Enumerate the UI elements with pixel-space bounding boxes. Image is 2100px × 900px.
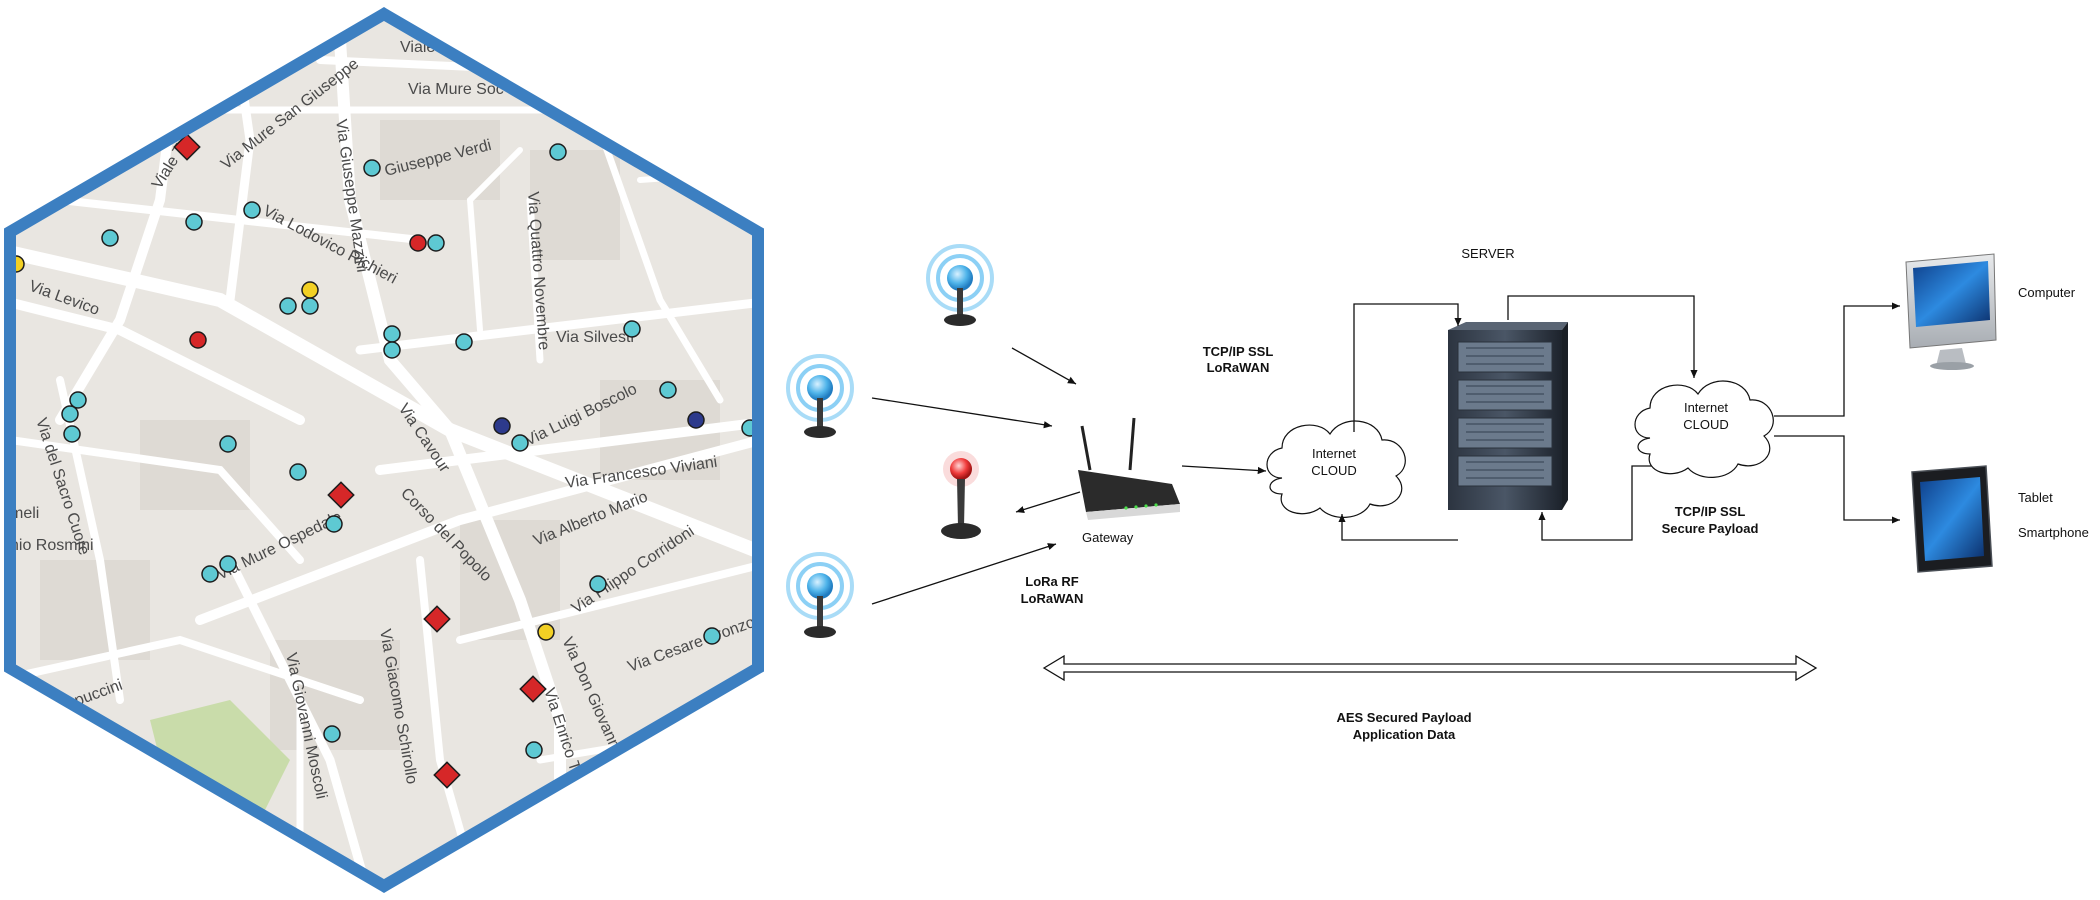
network-diagram: Gateway TCP/IP SSL LoRaWAN LoRa RF LoRaW… — [786, 244, 2089, 742]
map-hex-frame — [3, 7, 764, 893]
cloud-device-links — [1774, 302, 1900, 524]
alert-marker-group — [189, 234, 427, 349]
gateway-to-cloud-link — [1181, 465, 1267, 475]
street-label: meli — [10, 505, 39, 522]
tcp-ssl-secure-label: TCP/IP SSL — [1675, 504, 1746, 519]
tcp-ssl-lorawan-label: LoRaWAN — [1207, 360, 1270, 375]
lora-rf-label: LoRa RF — [1025, 574, 1079, 589]
tablet-icon — [1911, 465, 1993, 573]
smartphone-label: Smartphone — [2018, 525, 2089, 540]
server-title: SERVER — [1461, 246, 1514, 261]
computer-monitor-icon — [1905, 253, 1997, 370]
gateway-label: Gateway — [1082, 530, 1134, 545]
cloud-1-label: Internet — [1312, 446, 1356, 461]
internet-cloud-2: Internet CLOUD — [1634, 380, 1774, 478]
end-node-antenna-red — [941, 451, 981, 539]
street-label: Viale Trieste — [658, 92, 701, 181]
sensor-markers — [10, 133, 758, 789]
street-label: nio Rosmini — [10, 537, 94, 554]
gateway-marker-group — [173, 133, 547, 789]
tablet-label: Tablet — [2018, 490, 2053, 505]
gateway-router-icon — [1078, 417, 1180, 520]
computer-label: Computer — [2018, 285, 2076, 300]
end-node-antenna-1 — [926, 244, 994, 326]
inactive-marker-group — [493, 411, 705, 435]
radio-links — [871, 347, 1081, 605]
sensor-marker-group — [61, 143, 758, 759]
street-label: Via Mure Soc — [408, 81, 504, 98]
server-rack-icon — [1448, 322, 1568, 510]
cloud-1-label: CLOUD — [1311, 463, 1357, 478]
end-node-antenna-3 — [786, 552, 854, 638]
tcp-ssl-lorawan-label: TCP/IP SSL — [1203, 344, 1274, 359]
street-label: Via Silvestr — [556, 329, 636, 346]
tcp-ssl-secure-label: Secure Payload — [1662, 521, 1759, 536]
city-map: Viale Via Mure Soc Via Mure San Giuseppe… — [3, 7, 764, 893]
aes-label: Application Data — [1353, 727, 1456, 742]
aes-double-arrow — [1042, 654, 1818, 682]
cloud-2-label: CLOUD — [1683, 417, 1729, 432]
lora-rf-label: LoRaWAN — [1021, 591, 1084, 606]
end-node-antenna-2 — [786, 354, 854, 438]
internet-cloud-1: Internet CLOUD — [1266, 420, 1406, 518]
aes-label: AES Secured Payload — [1336, 710, 1471, 725]
cloud-2-label: Internet — [1684, 400, 1728, 415]
